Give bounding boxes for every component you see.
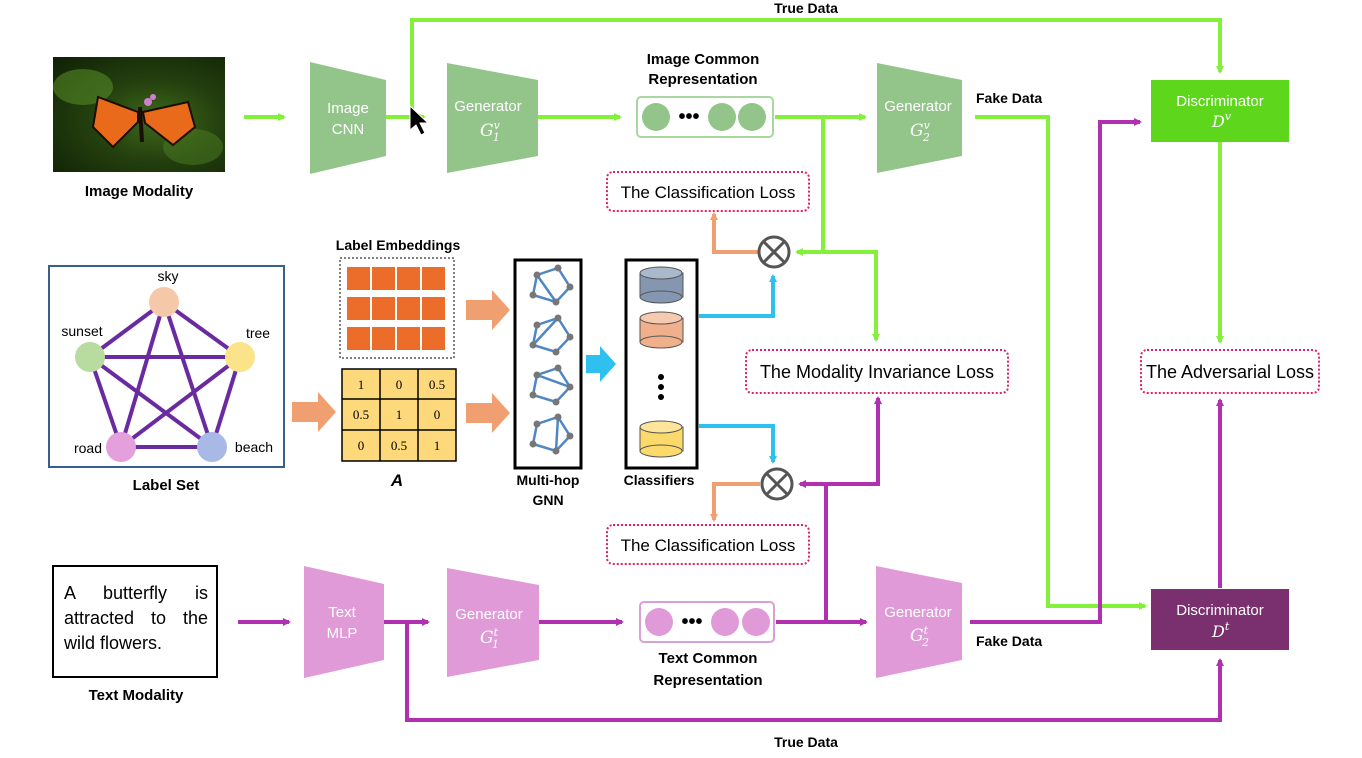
discriminator-dt-title: Discriminator <box>1176 602 1264 619</box>
classification-loss-bottom: The Classification Loss <box>621 536 796 555</box>
adversarial-loss-box <box>1140 349 1320 394</box>
multiply-operator-bottom <box>760 467 794 501</box>
text-common-rep-line2: Representation <box>653 672 762 689</box>
generator-g2v-title: Generator <box>884 98 952 115</box>
text-modality-caption: Text Modality <box>89 687 184 704</box>
classification-loss-top-box <box>606 171 810 212</box>
classification-loss-bottom-box <box>606 524 810 565</box>
image-common-representation <box>636 96 774 138</box>
rep-node <box>645 608 673 636</box>
text-mlp-block <box>304 566 384 678</box>
generator-g1v-title: Generator <box>454 98 522 115</box>
adjacency-cell: 0.5 <box>391 438 407 453</box>
adjacency-cell: 0 <box>358 438 365 453</box>
text-common-rep-line1: Text Common <box>659 650 758 667</box>
node-sunset-label: sunset <box>61 323 102 339</box>
generator-g2v-block <box>877 63 962 173</box>
label-graph-edges <box>88 300 242 449</box>
adjacency-cell: 0.5 <box>429 377 445 392</box>
label-embeddings-caption: Label Embeddings <box>336 237 461 253</box>
gnn-to-classifiers-arrow <box>586 346 616 382</box>
node-sky-label: sky <box>158 268 179 284</box>
mouse-cursor-icon <box>409 104 430 136</box>
classifier-ellipsis <box>658 374 664 400</box>
node-tree <box>225 342 255 372</box>
true-data-top-label: True Data <box>774 0 838 16</box>
adjacency-cell: 1 <box>434 438 441 453</box>
adjacency-cell: 0 <box>396 377 403 392</box>
image-cnn-label-1: Image <box>327 100 369 117</box>
adjacency-cell: 0 <box>434 407 441 422</box>
classifier-cylinder-blue <box>639 266 684 304</box>
image-cnn-label-2: CNN <box>332 121 365 138</box>
generator-g1t-title: Generator <box>455 606 523 623</box>
node-sunset <box>75 342 105 372</box>
adjacency-cell: 1 <box>358 377 365 392</box>
text-common-representation <box>639 601 775 643</box>
discriminator-dv-symbol: Dv <box>1211 110 1232 131</box>
generator-g2t-title: Generator <box>884 604 952 621</box>
generator-g2t-block <box>876 566 962 678</box>
classification-loss-top: The Classification Loss <box>621 183 796 202</box>
node-beach-label: beach <box>235 439 273 455</box>
image-cnn-block <box>310 62 386 174</box>
discriminator-dt-block <box>1151 589 1289 650</box>
rep-node <box>708 103 736 131</box>
generator-g1v-block <box>447 63 538 173</box>
orange-arrows <box>710 212 760 522</box>
adjacency-matrix <box>341 368 457 462</box>
rep-dots: ••• <box>681 611 702 633</box>
gnn-caption-line1: Multi-hop <box>517 472 580 488</box>
modality-invariance-loss: The Modality Invariance Loss <box>760 362 994 382</box>
image-modality-caption: Image Modality <box>85 183 194 200</box>
text-mlp-label-2: MLP <box>327 625 358 642</box>
rep-node <box>711 608 739 636</box>
cyan-arrows <box>699 274 777 464</box>
classifiers-caption: Classifiers <box>624 472 695 488</box>
label-set-caption: Label Set <box>133 477 200 494</box>
text-modality-box: A butterfly is attracted to the wild flo… <box>52 565 218 678</box>
rep-node <box>742 608 770 636</box>
rep-node <box>642 103 670 131</box>
true-data-bottom-label: True Data <box>774 734 838 750</box>
node-beach <box>197 432 227 462</box>
adversarial-loss: The Adversarial Loss <box>1146 362 1314 382</box>
classifier-cylinder-orange <box>639 311 684 349</box>
gnn-caption-line2: GNN <box>532 492 563 508</box>
adjacency-cell: 1 <box>396 407 403 422</box>
image-flow-arrows <box>244 18 1224 610</box>
multiply-operator-top <box>757 235 791 269</box>
node-road-label: road <box>74 440 102 456</box>
embedding-cells <box>347 267 445 350</box>
node-road <box>106 432 136 462</box>
image-common-rep-line1: Image Common <box>647 51 760 68</box>
gnn-graph-nodes <box>529 264 574 455</box>
adjacency-cell: 0.5 <box>353 407 369 422</box>
text-modality-sentence: A butterfly is attracted to the wild flo… <box>64 583 208 653</box>
butterfly-image <box>53 57 225 172</box>
image-common-rep-line2: Representation <box>648 71 757 88</box>
classifier-cylinder-yellow <box>639 420 684 458</box>
embedding-arrows <box>292 290 510 433</box>
adjacency-caption: A <box>390 471 403 490</box>
discriminator-dt-symbol: Dt <box>1211 620 1230 641</box>
rep-node <box>738 103 766 131</box>
generator-g1t-block <box>447 568 539 677</box>
discriminator-dv-block <box>1151 80 1289 142</box>
modality-invariance-loss-box <box>745 349 1009 394</box>
discriminator-dv-title: Discriminator <box>1176 93 1264 110</box>
text-mlp-label-1: Text <box>328 604 356 621</box>
rep-dots: ••• <box>678 106 699 128</box>
fake-data-bottom-label: Fake Data <box>976 633 1042 649</box>
node-tree-label: tree <box>246 325 270 341</box>
text-flow-arrows <box>238 118 1224 722</box>
node-sky <box>149 287 179 317</box>
fake-data-top-label: Fake Data <box>976 90 1042 106</box>
